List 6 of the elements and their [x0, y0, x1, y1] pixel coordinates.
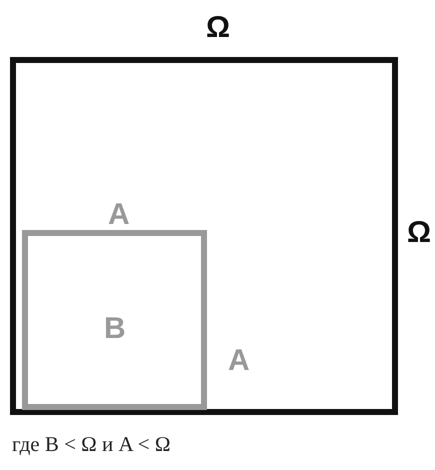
caption: где B < Ω и A < Ω	[12, 432, 170, 457]
side-label: A	[108, 200, 130, 230]
set-label: B	[104, 314, 126, 344]
side-label: Ω	[407, 218, 432, 248]
side-label: A	[228, 346, 250, 376]
side-label: Ω	[206, 13, 230, 43]
